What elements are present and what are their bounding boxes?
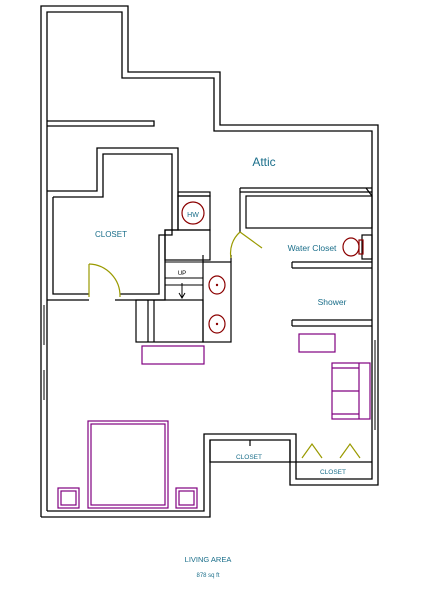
water-heater-icon — [181, 201, 205, 225]
hw-area — [164, 191, 211, 261]
bench — [141, 345, 205, 365]
nightstand-left — [57, 487, 80, 509]
closet-small-left-label: CLOSET — [236, 454, 262, 461]
bath-walls — [239, 187, 373, 327]
bottom-closets — [209, 440, 372, 463]
toilet-icon — [342, 237, 364, 257]
footer-title: LIVING AREA — [185, 555, 232, 564]
shower-label: Shower — [318, 297, 347, 307]
nightstand-right — [175, 487, 198, 509]
water-closet-label: Water Closet — [288, 243, 337, 253]
closet-door — [88, 263, 121, 298]
vanity-walls — [135, 255, 232, 343]
hw-label: HW — [187, 212, 199, 219]
loveseat — [331, 362, 371, 420]
stairs — [164, 261, 204, 301]
sink-icon — [208, 275, 226, 334]
sink-drain-icon — [215, 283, 219, 326]
closet-small-right-label: CLOSET — [320, 469, 346, 476]
bifold-door — [301, 442, 361, 459]
bathroom-door — [229, 231, 263, 259]
closet-main-label: CLOSET — [95, 230, 127, 239]
footer-area: 878 sq ft — [196, 573, 219, 579]
ottoman — [298, 333, 336, 353]
closet-walls — [47, 147, 179, 301]
attic-label: Attic — [252, 155, 275, 169]
stairs-up-label: UP — [178, 271, 186, 277]
bed — [87, 420, 169, 509]
attic-divider — [47, 120, 155, 127]
